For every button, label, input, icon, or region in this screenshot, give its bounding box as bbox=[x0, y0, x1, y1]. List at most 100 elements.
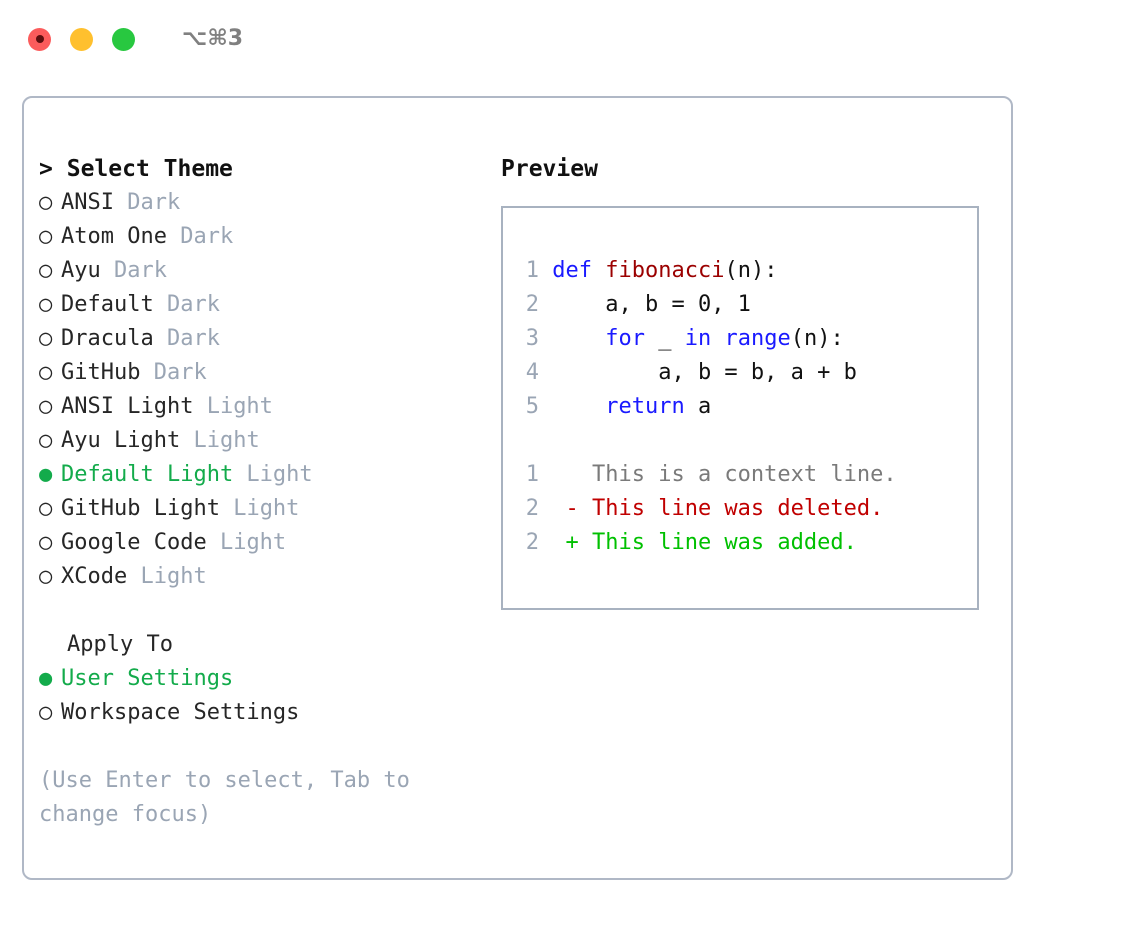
code-line: 1 def fibonacci(n): bbox=[519, 254, 897, 288]
window-titlebar: ⌥⌘3 bbox=[0, 0, 1140, 78]
theme-option-dracula[interactable]: ○ Dracula Dark bbox=[39, 322, 489, 356]
apply-to-list: ● User Settings ○ Workspace Settings bbox=[39, 662, 489, 730]
radio-unselected-icon: ○ bbox=[39, 564, 53, 589]
code-line: 4 a, b = b, a + b bbox=[519, 356, 897, 390]
theme-option-category: Light bbox=[206, 530, 287, 555]
preview-column: Preview 1 def fibonacci(n):2 a, b = 0, 1… bbox=[501, 152, 1001, 610]
code-token: a bbox=[684, 394, 712, 419]
minimize-window-icon[interactable] bbox=[70, 27, 93, 51]
code-token: a, b = 0, 1 bbox=[552, 292, 751, 317]
close-window-icon[interactable] bbox=[28, 27, 51, 51]
line-number: 1 bbox=[525, 462, 539, 487]
diff-line-del: 2 - This line was deleted. bbox=[519, 492, 897, 526]
theme-option-label: Default bbox=[61, 292, 154, 317]
theme-option-ansi[interactable]: ○ ANSI Dark bbox=[39, 186, 489, 220]
theme-option-label: ANSI bbox=[61, 190, 114, 215]
theme-option-label: GitHub Light bbox=[61, 496, 220, 521]
theme-option-default-light[interactable]: ● Default Light Light bbox=[39, 458, 489, 492]
code-line: 2 a, b = 0, 1 bbox=[519, 288, 897, 322]
radio-unselected-icon: ○ bbox=[39, 428, 53, 453]
radio-unselected-icon: ○ bbox=[39, 360, 53, 385]
radio-unselected-icon: ○ bbox=[39, 700, 53, 725]
preview-heading: Preview bbox=[501, 156, 598, 182]
traffic-light-buttons bbox=[28, 27, 135, 51]
theme-option-label: XCode bbox=[61, 564, 128, 589]
code-token: range bbox=[724, 326, 791, 351]
theme-option-github[interactable]: ○GitHub Dark bbox=[39, 356, 489, 390]
radio-unselected-icon: ○ bbox=[39, 326, 53, 351]
code-token: in bbox=[684, 326, 712, 351]
caret-icon: > bbox=[39, 156, 53, 182]
theme-list: ○ANSI Dark○Atom One Dark○Ayu Dark○Defaul… bbox=[39, 186, 489, 594]
diff-line-text: + This line was added. bbox=[539, 530, 857, 555]
theme-option-google-code[interactable]: ○ Google Code Light bbox=[39, 526, 489, 560]
theme-option-label: Google Code bbox=[61, 530, 207, 555]
theme-option-category: Light bbox=[193, 394, 273, 419]
theme-option-xcode[interactable]: ○ XCode Light bbox=[39, 560, 489, 594]
maximize-window-icon[interactable] bbox=[112, 27, 135, 51]
theme-option-atom-one[interactable]: ○ Atom One Dark bbox=[39, 220, 489, 254]
theme-option-github-light[interactable]: ○GitHub Light Light bbox=[39, 492, 489, 526]
code-diff-separator bbox=[519, 424, 897, 458]
radio-unselected-icon: ○ bbox=[39, 394, 53, 419]
radio-unselected-icon: ○ bbox=[39, 224, 53, 249]
diff-line-text: This is a context line. bbox=[539, 462, 897, 487]
theme-option-category: Light bbox=[219, 496, 300, 521]
theme-option-category: Light bbox=[180, 428, 260, 453]
code-token: for bbox=[605, 326, 645, 351]
diff-line-ctx: 1 This is a context line. bbox=[519, 458, 897, 492]
apply-to-option-workspace-settings[interactable]: ○ Workspace Settings bbox=[39, 696, 489, 730]
theme-option-category: Dark bbox=[113, 190, 181, 215]
line-number: 4 bbox=[525, 360, 539, 385]
radio-unselected-icon: ○ bbox=[39, 530, 53, 555]
theme-option-category: Light bbox=[127, 564, 207, 589]
radio-unselected-icon: ○ bbox=[39, 258, 53, 283]
code-token: _ bbox=[644, 326, 685, 351]
code-token bbox=[711, 326, 724, 351]
line-number: 3 bbox=[525, 326, 539, 351]
line-number: 5 bbox=[525, 394, 539, 419]
theme-option-category: Dark bbox=[153, 326, 220, 351]
code-token: fibonacci bbox=[605, 258, 725, 283]
line-number: 1 bbox=[525, 258, 539, 283]
radio-selected-icon: ● bbox=[39, 462, 53, 487]
theme-option-ansi-light[interactable]: ○ ANSI Light Light bbox=[39, 390, 489, 424]
theme-option-label: Default Light bbox=[61, 462, 234, 487]
theme-option-ayu-light[interactable]: ○ Ayu Light Light bbox=[39, 424, 489, 458]
select-theme-heading: > Select Theme bbox=[39, 152, 489, 186]
code-token: a, b = b, a + b bbox=[552, 360, 857, 385]
theme-option-ayu[interactable]: ○Ayu Dark bbox=[39, 254, 489, 288]
radio-unselected-icon: ○ bbox=[39, 292, 53, 317]
keyboard-shortcut-label: ⌥⌘3 bbox=[182, 26, 244, 51]
code-token: return bbox=[605, 394, 685, 419]
code-line: 3 for _ in range(n): bbox=[519, 322, 897, 356]
hint-line-2: change focus) bbox=[39, 802, 212, 827]
code-token bbox=[552, 326, 605, 351]
theme-option-label: Ayu Light bbox=[61, 428, 181, 453]
apply-to-option-label: Workspace Settings bbox=[61, 700, 300, 725]
theme-option-default[interactable]: ○Default Dark bbox=[39, 288, 489, 322]
apply-to-heading: Apply To bbox=[67, 632, 173, 657]
apply-to-option-user-settings[interactable]: ● User Settings bbox=[39, 662, 489, 696]
code-token: def bbox=[552, 258, 606, 283]
radio-unselected-icon: ○ bbox=[39, 190, 53, 215]
theme-option-category: Dark bbox=[166, 224, 234, 249]
theme-option-label: Dracula bbox=[61, 326, 154, 351]
line-number: 2 bbox=[525, 496, 539, 521]
theme-option-label: ANSI Light bbox=[61, 394, 194, 419]
apply-to-option-label: User Settings bbox=[61, 666, 234, 691]
theme-option-category: Dark bbox=[100, 258, 167, 283]
page-title: Select Theme bbox=[66, 156, 233, 182]
code-token: (n): bbox=[790, 326, 844, 351]
main-panel: > Select Theme ○ANSI Dark○Atom One Dark○… bbox=[22, 96, 1013, 880]
theme-option-category: Dark bbox=[140, 360, 207, 385]
diff-line-add: 2 + This line was added. bbox=[519, 526, 897, 560]
theme-selection-column: > Select Theme ○ANSI Dark○Atom One Dark○… bbox=[39, 152, 489, 832]
radio-selected-icon: ● bbox=[39, 666, 53, 691]
theme-option-label: Atom One bbox=[61, 224, 167, 249]
theme-option-category: Light bbox=[233, 462, 313, 487]
code-line: 5 return a bbox=[519, 390, 897, 424]
